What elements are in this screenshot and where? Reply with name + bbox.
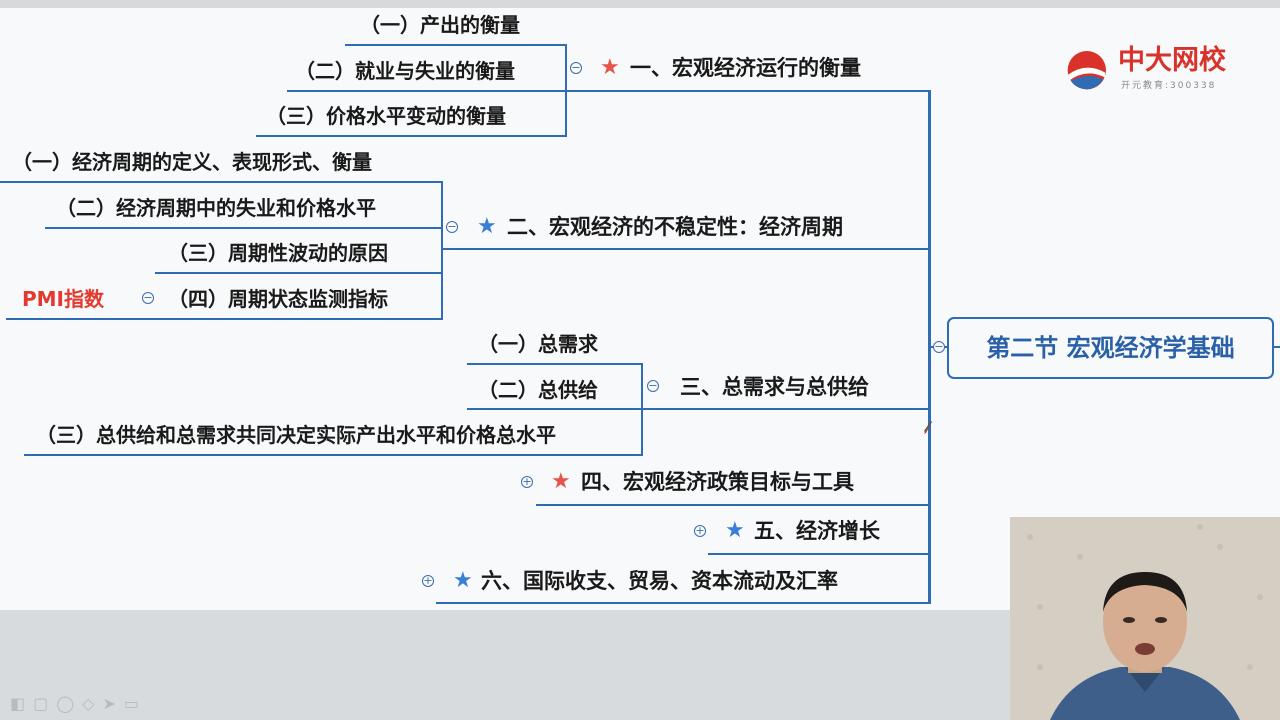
- child-node-2-3[interactable]: （三）周期性波动的原因: [168, 241, 388, 265]
- pmi-note[interactable]: PMI指数: [22, 287, 105, 311]
- child-node-3-3[interactable]: （三）总供给和总需求共同决定实际产出水平和价格总水平: [36, 423, 556, 447]
- expand-icon[interactable]: +: [521, 475, 533, 488]
- child-node-3-1[interactable]: （一）总需求: [478, 332, 598, 356]
- pen-cursor-icon: [924, 421, 932, 434]
- branch-node-5[interactable]: 五、经济增长: [754, 519, 880, 543]
- logo-emblem: [1067, 51, 1106, 90]
- branch-node-3[interactable]: 三、总需求与总供给: [680, 375, 869, 399]
- root-node[interactable]: 第二节 宏观经济学基础: [947, 317, 1274, 379]
- branch6-underline: [436, 602, 930, 604]
- b2c2-underline: [45, 227, 443, 229]
- star-icon: ★: [600, 55, 620, 80]
- b3c1-underline: [467, 363, 643, 365]
- branch3-underline: [643, 408, 930, 410]
- star-icon: ★: [453, 568, 473, 593]
- root-right-stub: [1270, 346, 1280, 348]
- branch-node-1[interactable]: 一、宏观经济运行的衡量: [630, 56, 861, 80]
- branch1-underline: [567, 90, 930, 92]
- child-node-3-2[interactable]: （二）总供给: [478, 378, 598, 402]
- collapse-icon[interactable]: −: [933, 340, 945, 353]
- b2c3-underline: [155, 272, 443, 274]
- collapse-icon[interactable]: −: [647, 379, 659, 392]
- logo-subtitle: 开元教育:300338: [1121, 81, 1217, 91]
- b2c4-underline: [6, 318, 443, 320]
- star-icon: ★: [551, 469, 571, 494]
- star-icon: ★: [477, 214, 497, 239]
- toolbar-icons[interactable]: ◧▢◯◇➤▭: [10, 694, 147, 713]
- collapse-icon[interactable]: −: [446, 220, 458, 233]
- b3c3-underline: [24, 454, 643, 456]
- branch-node-6[interactable]: 六、国际收支、贸易、资本流动及汇率: [481, 569, 838, 593]
- branch-node-4[interactable]: 四、宏观经济政策目标与工具: [581, 470, 854, 494]
- collapse-icon[interactable]: −: [142, 291, 154, 304]
- branch4-underline: [536, 504, 930, 506]
- child-node-2-1[interactable]: （一）经济周期的定义、表现形式、衡量: [12, 150, 372, 174]
- expand-icon[interactable]: +: [694, 524, 706, 537]
- logo-text: 中大网校: [1118, 45, 1226, 76]
- branch5-underline: [708, 553, 930, 555]
- collapse-icon[interactable]: −: [570, 61, 582, 74]
- b1c2-underline: [287, 90, 567, 92]
- child-node-2-4[interactable]: （四）周期状态监测指标: [168, 287, 388, 311]
- b2c1-underline: [0, 181, 443, 183]
- presenter-figure: [1010, 517, 1280, 720]
- child-node-1-1[interactable]: （一）产出的衡量: [360, 13, 520, 37]
- branch2-vertical: [441, 181, 443, 320]
- window-top-strip: [0, 0, 1280, 8]
- presenter-webcam: [1010, 517, 1280, 720]
- b1c3-underline: [256, 135, 567, 137]
- mindmap-canvas: [0, 8, 1280, 610]
- b3c2-underline: [467, 408, 643, 410]
- expand-icon[interactable]: +: [422, 574, 434, 587]
- child-node-2-2[interactable]: （二）经济周期中的失业和价格水平: [56, 196, 376, 220]
- child-node-1-3[interactable]: （三）价格水平变动的衡量: [266, 104, 506, 128]
- branch2-underline: [441, 248, 930, 250]
- branch-node-2[interactable]: 二、宏观经济的不稳定性：经济周期: [507, 215, 843, 239]
- child-node-1-2[interactable]: （二）就业与失业的衡量: [295, 59, 515, 83]
- b1c1-underline: [345, 44, 567, 46]
- star-icon: ★: [725, 518, 745, 543]
